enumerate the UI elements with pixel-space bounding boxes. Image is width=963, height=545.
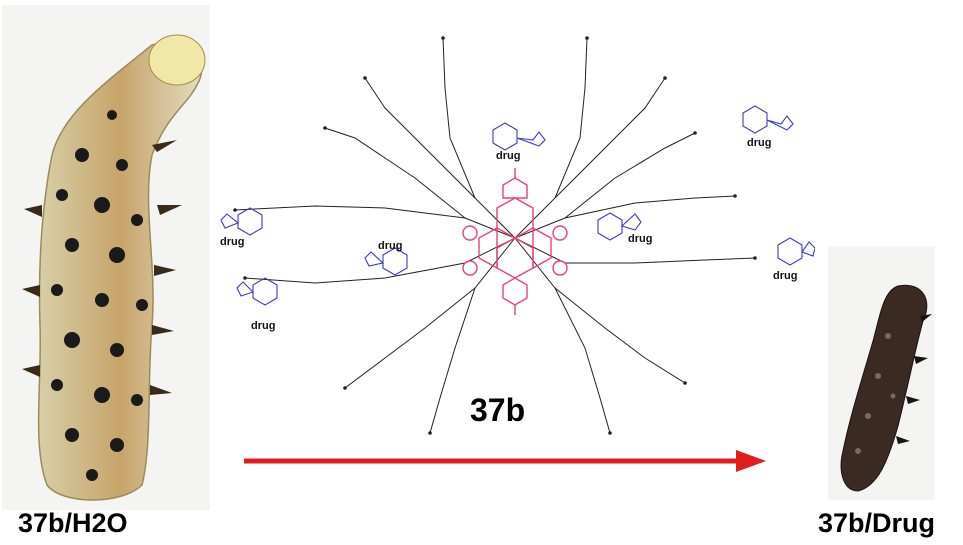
caterpillar-photo-drug — [828, 246, 935, 500]
dendrimer-structure — [220, 36, 815, 435]
drug-label: drug — [747, 137, 772, 149]
compound-label: 37b — [470, 392, 526, 428]
treatment-arrow — [244, 450, 766, 472]
drug-molecules — [220, 105, 815, 306]
drug-label: drug — [496, 150, 521, 162]
polymer-arms — [234, 37, 756, 434]
caterpillar-photo-water — [2, 5, 210, 510]
drug-label: drug — [628, 233, 653, 245]
chain-dots — [233, 36, 757, 435]
treatment-caption: 37b/Drug — [818, 508, 936, 538]
control-caption: 37b/H2O — [18, 508, 128, 538]
drug-label: drug — [773, 270, 798, 282]
core-molecule — [462, 168, 568, 315]
drug-label: drug — [220, 236, 245, 248]
drug-label: drug — [378, 240, 403, 252]
drug-label: drug — [251, 320, 276, 332]
